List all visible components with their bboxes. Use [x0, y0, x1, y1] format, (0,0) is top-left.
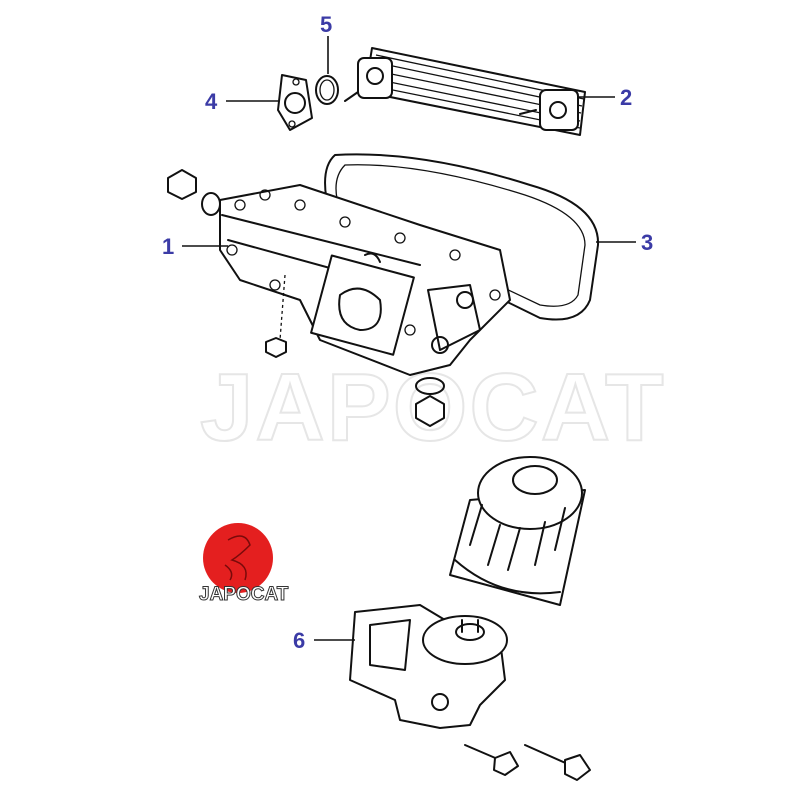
japocat-logo: JAPOCAT: [199, 523, 289, 606]
callout-2: 2: [578, 85, 632, 110]
svg-text:1: 1: [162, 234, 174, 259]
callout-3: 3: [596, 230, 653, 255]
svg-text:2: 2: [620, 85, 632, 110]
o-ring[interactable]: [315, 75, 339, 105]
oil-cooler-element[interactable]: [344, 47, 586, 136]
oil-filter[interactable]: [449, 456, 586, 606]
svg-text:JAPOCAT: JAPOCAT: [199, 584, 289, 605]
bolt-left[interactable]: [464, 744, 519, 776]
callout-5: 5: [320, 12, 332, 74]
callout-4: 4: [205, 89, 280, 114]
element-gasket[interactable]: [277, 74, 313, 131]
oil-filter-bracket[interactable]: [349, 604, 508, 729]
callout-6: 6: [293, 628, 355, 653]
svg-text:3: 3: [641, 230, 653, 255]
svg-text:5: 5: [320, 12, 332, 37]
oil-cooler-cover[interactable]: [219, 184, 511, 376]
bolt-right[interactable]: [524, 744, 591, 781]
svg-text:6: 6: [293, 628, 305, 653]
small-plug[interactable]: [265, 274, 287, 358]
svg-text:4: 4: [205, 89, 218, 114]
drain-plug-upper[interactable]: [167, 169, 221, 216]
callout-1: 1: [162, 234, 228, 259]
drain-plug-lower[interactable]: [415, 377, 445, 427]
